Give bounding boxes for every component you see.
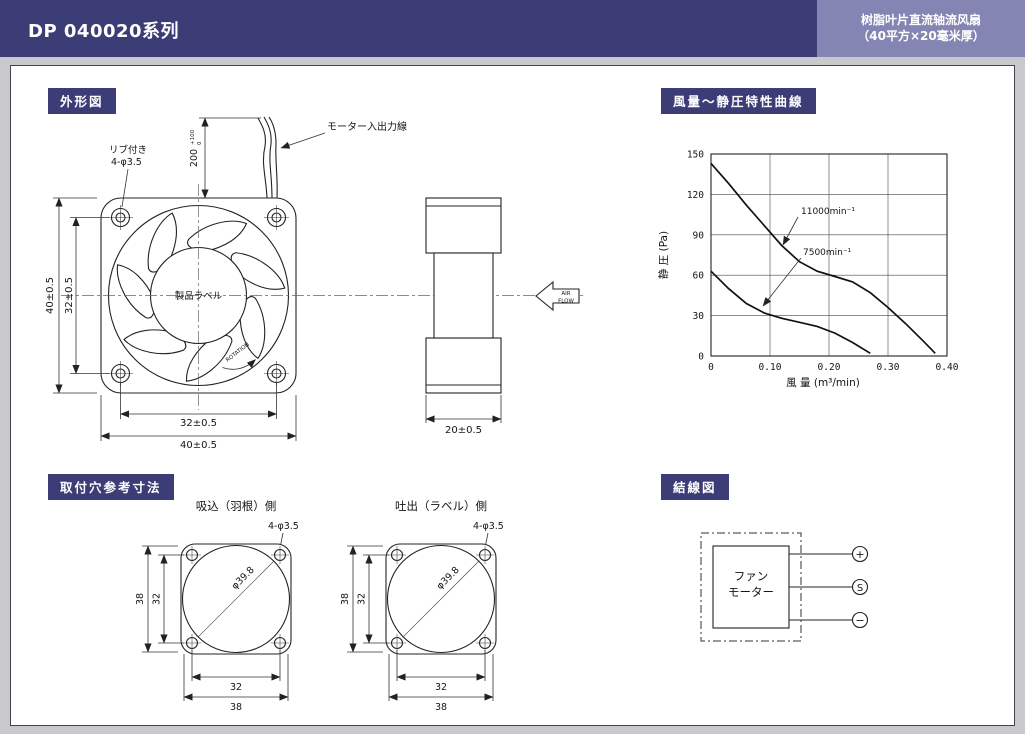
fan-motor-box xyxy=(712,545,790,629)
section-label-pq-curve: 風量～静圧特性曲線 xyxy=(661,88,816,114)
fan-side-view xyxy=(425,197,502,394)
discharge-dim-v-pitch: 32 xyxy=(357,593,368,605)
motor-wire-callout: モーター入出力線 xyxy=(280,120,407,149)
lead-tol-upper-text: +100 xyxy=(190,129,196,145)
discharge-holes xyxy=(388,546,494,652)
terminal-plus-icon: + xyxy=(851,545,869,563)
fan-motor-label-line2: モーター xyxy=(728,585,774,599)
intake-holes xyxy=(183,546,289,652)
discharge-dim-v-outer: 38 xyxy=(340,593,351,605)
page-subtitle-line1: 树脂叶片直流轴流风扇 xyxy=(860,13,981,27)
svg-text:0.40: 0.40 xyxy=(936,362,959,373)
content-panel: 外形図 風量～静圧特性曲線 取付穴参考寸法 結線図 製品ラベル ROTATION xyxy=(10,65,1015,726)
svg-text:0: 0 xyxy=(708,362,714,373)
intake-dims: 38 32 32 38 xyxy=(135,545,289,713)
discharge-hole-label: 4-φ3.5 xyxy=(473,521,504,532)
x-axis-label: 風 量 (m³/min) xyxy=(786,377,860,389)
terminal-minus-icon: − xyxy=(851,611,869,629)
dim-depth: 20±0.5 xyxy=(425,395,502,436)
airflow-text-line2: FLOW xyxy=(558,299,574,305)
chart-plot-border xyxy=(710,153,948,357)
terminal-plus-text: + xyxy=(855,548,864,561)
intake-hole-label: 4-φ3.5 xyxy=(268,521,299,532)
dim-width-outer: 40±0.5 xyxy=(100,395,297,451)
front-mounting-holes xyxy=(108,205,289,386)
page-title: DP 040020系列 xyxy=(28,21,180,42)
intake-dim-v-pitch: 32 xyxy=(152,593,163,605)
fan-blades xyxy=(116,212,286,382)
section-label-outline: 外形図 xyxy=(48,88,116,114)
svg-text:30: 30 xyxy=(693,311,705,322)
page-header: DP 040020系列 树脂叶片直流轴流风扇 （40平方×20毫米厚） xyxy=(0,0,1025,57)
wiring-diagram: ファン モーター + S − xyxy=(700,532,869,642)
outline-drawing: 製品ラベル ROTATION 200 +100 0 xyxy=(45,116,583,451)
intake-dim-h-pitch: 32 xyxy=(230,682,242,693)
rib-hole-callout: リブ付き 4-φ3.5 xyxy=(109,144,147,208)
terminal-minus-text: − xyxy=(855,614,864,627)
dim-height-outer: 40±0.5 xyxy=(45,197,97,394)
page-subtitle-line2: （40平方×20毫米厚） xyxy=(857,29,985,43)
dim-depth-text: 20±0.5 xyxy=(445,425,482,436)
lead-tol-lower-text: 0 xyxy=(197,141,203,145)
dim-width-pitch-text: 32±0.5 xyxy=(180,418,217,429)
chart-curves xyxy=(710,162,936,355)
terminal-sensor-icon: S xyxy=(851,578,869,596)
svg-text:0: 0 xyxy=(698,352,704,363)
terminal-sensor-text: S xyxy=(857,583,863,594)
mounting-view-intake: 吸込（羽根）側 4-φ3.5 φ39.8 38 32 xyxy=(135,499,299,713)
chart-tick-labels: 0 0.10 0.20 0.30 0.40 0 30 60 90 120 150 xyxy=(687,150,959,374)
svg-text:150: 150 xyxy=(687,150,704,161)
dim-height-pitch: 32±0.5 xyxy=(64,217,109,374)
intake-dim-h-outer: 38 xyxy=(230,702,242,713)
series-label-7500: 7500min⁻¹ xyxy=(803,248,852,258)
section-label-mounting: 取付穴参考寸法 xyxy=(48,474,174,500)
chart-grid xyxy=(711,154,947,356)
intake-dim-v-outer: 38 xyxy=(135,593,146,605)
motor-wire-label-text: モーター入出力線 xyxy=(327,120,407,133)
svg-text:0.10: 0.10 xyxy=(759,362,782,373)
lead-wires xyxy=(257,116,278,199)
airflow-arrow-icon: AIR FLOW xyxy=(535,280,580,312)
rib-label-text: リブ付き xyxy=(109,144,147,156)
series-label-11000: 11000min⁻¹ xyxy=(801,207,855,217)
front-hole-label-text: 4-φ3.5 xyxy=(111,157,142,168)
section-label-wiring: 結線図 xyxy=(661,474,729,500)
discharge-title: 吐出（ラベル）側 xyxy=(395,499,487,513)
y-axis-label: 静 圧 (Pa) xyxy=(657,231,670,279)
svg-text:0.30: 0.30 xyxy=(877,362,900,373)
dim-height-outer-text: 40±0.5 xyxy=(45,277,56,314)
dim-height-pitch-text: 32±0.5 xyxy=(64,277,75,314)
fan-motor-label-line1: ファン xyxy=(734,569,769,583)
dim-lead-length: 200 +100 0 xyxy=(189,117,261,199)
airflow-text-line1: AIR xyxy=(561,291,570,297)
wiring-boundary-box xyxy=(700,532,802,642)
product-label-text: 製品ラベル xyxy=(175,290,223,302)
discharge-dims: 38 32 32 38 xyxy=(340,545,494,713)
lead-length-text: 200 xyxy=(189,149,200,167)
svg-text:0.20: 0.20 xyxy=(818,362,841,373)
dim-width-outer-text: 40±0.5 xyxy=(180,440,217,451)
series-leader-7500 xyxy=(762,257,802,307)
mounting-drawing: 吸込（羽根）側 4-φ3.5 φ39.8 38 32 xyxy=(135,499,504,713)
series-leader-11000 xyxy=(782,216,799,246)
page-subtitle: 树脂叶片直流轴流风扇 （40平方×20毫米厚） xyxy=(817,0,1025,57)
mounting-view-discharge: 吐出（ラベル）側 4-φ3.5 φ39.8 38 32 xyxy=(340,499,504,713)
discharge-dim-h-pitch: 32 xyxy=(435,682,447,693)
intake-title: 吸込（羽根）側 xyxy=(196,499,277,513)
dim-width-pitch: 32±0.5 xyxy=(120,383,277,429)
discharge-dim-h-outer: 38 xyxy=(435,702,447,713)
svg-text:120: 120 xyxy=(687,190,704,201)
svg-text:90: 90 xyxy=(693,230,705,241)
svg-text:60: 60 xyxy=(693,271,705,282)
